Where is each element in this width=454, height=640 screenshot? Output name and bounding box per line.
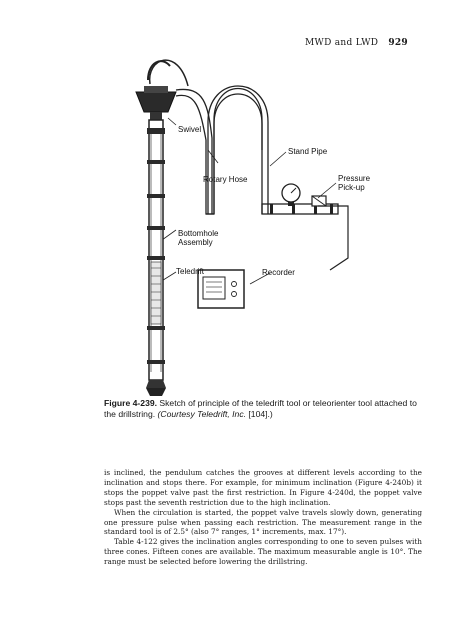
swivel-bail-outer <box>149 59 189 87</box>
rotary-hose-label: Rotary Hose <box>203 175 248 184</box>
swivel-label: Swivel <box>178 125 202 134</box>
teledrift-sketch <box>135 59 349 396</box>
recorder-chart <box>202 276 226 300</box>
swivel-neck <box>150 112 162 120</box>
page-number: 929 <box>388 38 408 48</box>
caption-text: Sketch of principle of the teledrift too… <box>104 398 417 419</box>
bottomhole-assembly-label: Bottomhole Assembly <box>178 229 218 247</box>
rotary-hose-inner <box>175 87 263 215</box>
running-title: MWD and LWD <box>305 38 379 48</box>
swivel-bail <box>147 60 171 81</box>
running-header: MWD and LWD 929 <box>305 38 408 48</box>
paragraph-3: Table 4-122 gives the inclination angles… <box>104 537 422 567</box>
drill-bit <box>146 388 166 396</box>
stand-pipe-outer <box>207 85 269 214</box>
stand-pipe-label: Stand Pipe <box>288 147 328 156</box>
figure-number: Figure 4-239. <box>104 398 158 408</box>
paragraph-2: When the circulation is started, the pop… <box>104 507 422 537</box>
stand-pipe-inner <box>213 93 263 214</box>
teledrift-label: Teledrift <box>176 267 205 276</box>
pressure-pickup-label-line2: Pick-up <box>338 183 365 192</box>
recorder-cable <box>318 205 349 271</box>
figure-caption: Figure 4-239. Sketch of principle of the… <box>104 398 424 420</box>
rotary-hose-outer <box>175 88 213 214</box>
caption-credit: (Courtesy Teledrift, Inc. <box>157 409 247 419</box>
swivel-body <box>135 91 177 113</box>
teledrift-figure: Swivel Stand Pipe Rotary Hose Pressure P… <box>135 59 370 396</box>
bottomhole-label-line2: Assembly <box>178 238 213 247</box>
caption-ref: [104].) <box>246 409 273 419</box>
recorder-label: Recorder <box>262 268 295 277</box>
pressure-pickup-label-line1: Pressure <box>338 174 371 183</box>
paragraph-1: is inclined, the pendulum catches the gr… <box>104 468 422 507</box>
drill-bit-shank <box>146 380 166 388</box>
body-text: is inclined, the pendulum catches the gr… <box>104 468 422 567</box>
bottomhole-label-line1: Bottomhole <box>178 229 219 238</box>
swivel-cap <box>144 86 168 93</box>
pressure-pickup-label: Pressure Pick-up <box>338 174 370 192</box>
